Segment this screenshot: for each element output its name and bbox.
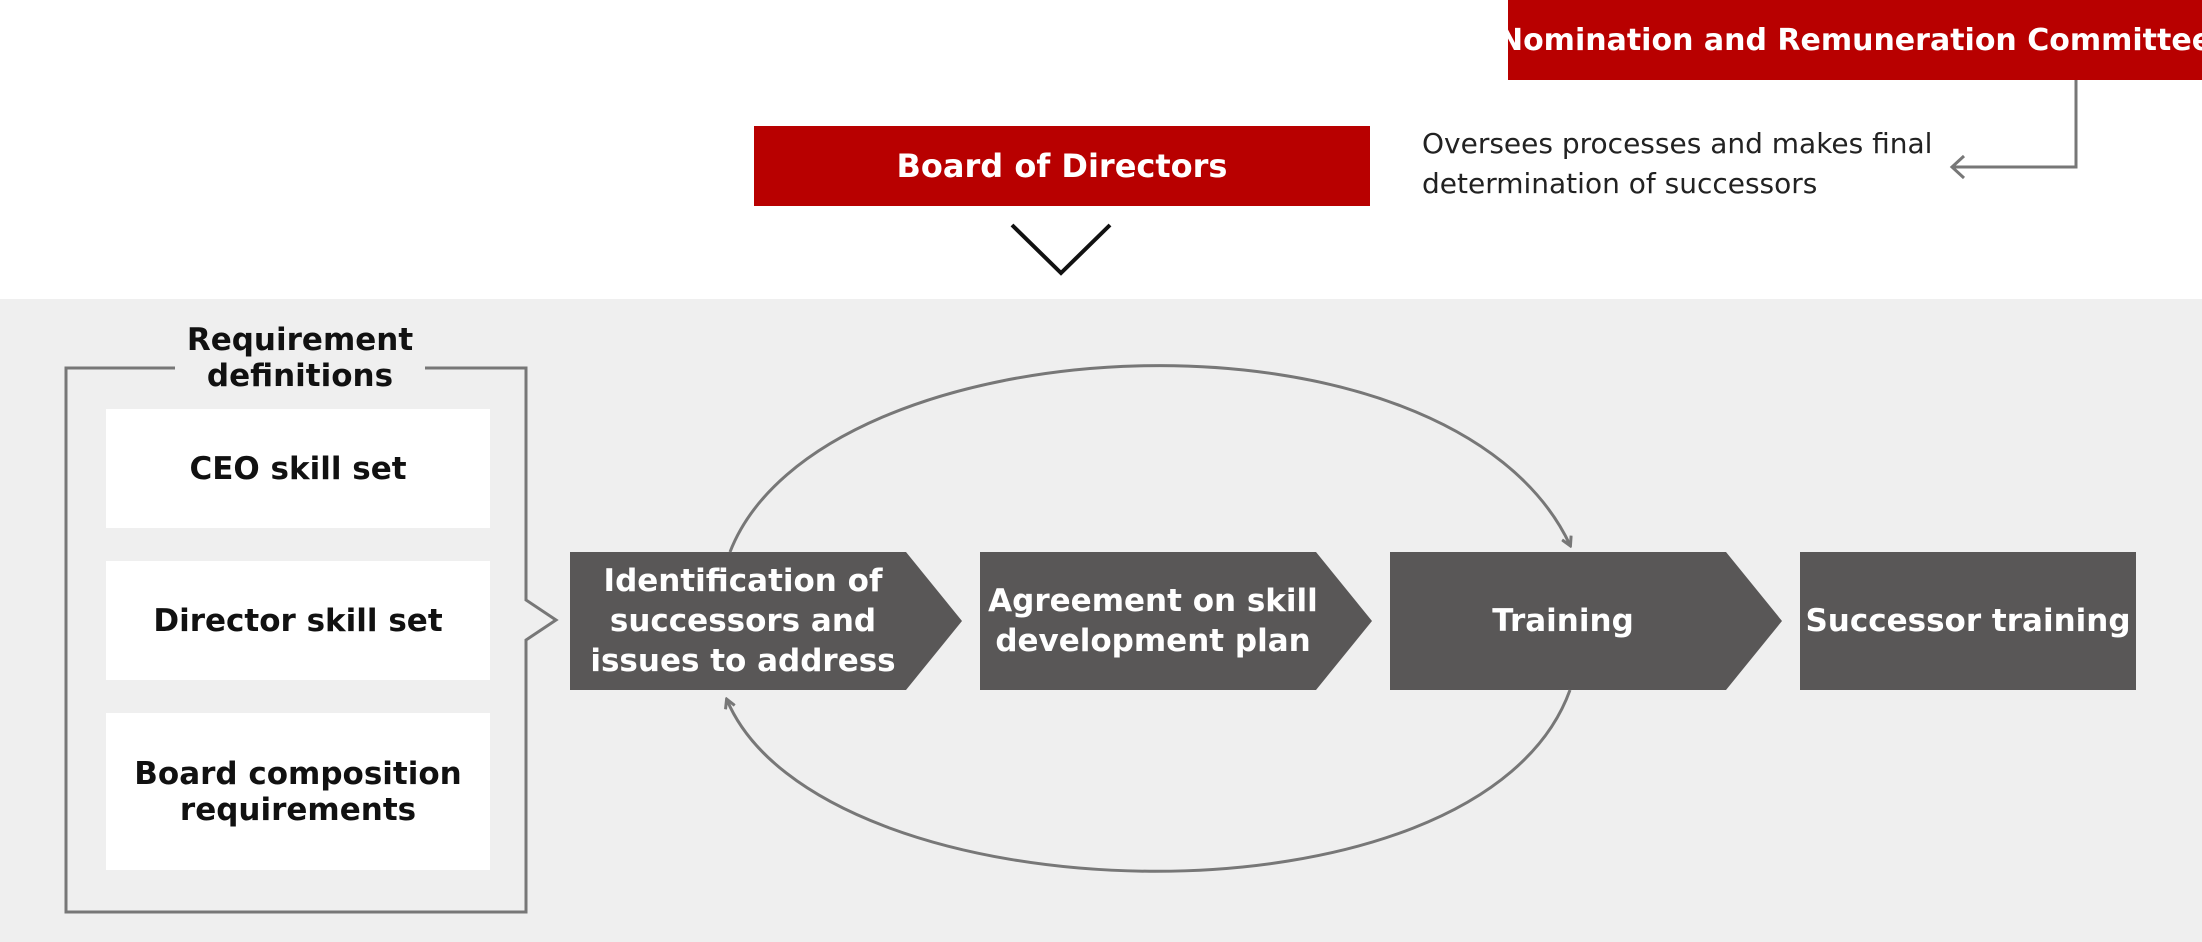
requirement-label: Board composition requirements bbox=[134, 755, 462, 828]
requirement-label: Director skill set bbox=[153, 602, 443, 639]
loop-arrow-top bbox=[728, 364, 1570, 553]
step-shape-identification bbox=[570, 552, 962, 690]
board-label: Board of Directors bbox=[896, 147, 1228, 185]
board-box: Board of Directors bbox=[754, 126, 1370, 206]
step-shape-agreement bbox=[980, 552, 1372, 690]
requirements-bracket bbox=[64, 366, 559, 914]
requirement-director-skill-set: Director skill set bbox=[106, 561, 490, 680]
requirement-board-composition: Board composition requirements bbox=[106, 713, 490, 870]
committee-label: Nomination and Remuneration Committee bbox=[1497, 22, 2202, 58]
step-training-label: Training bbox=[1492, 603, 1634, 639]
committee-connector-arrowhead bbox=[1949, 154, 1966, 180]
committee-connector bbox=[1952, 80, 2078, 169]
step-agreement-label: Agreement on skill development plan bbox=[988, 583, 1318, 659]
requirement-label: CEO skill set bbox=[189, 450, 407, 487]
board-chevron-icon bbox=[1010, 223, 1112, 276]
requirement-ceo-skill-set: CEO skill set bbox=[106, 409, 490, 528]
loop-arrow-bottom bbox=[727, 689, 1572, 873]
committee-box: Nomination and Remuneration Committee bbox=[1498, 0, 2202, 80]
requirements-title: Requirement definitions bbox=[175, 322, 425, 394]
step-identification-label: Identification of successors and issues … bbox=[590, 563, 896, 679]
step-successor-training-label: Successor training bbox=[1805, 603, 2131, 639]
step-shape-successor-training bbox=[1800, 552, 2136, 690]
step-shape-training bbox=[1390, 552, 1782, 690]
committee-note: Oversees processes and makes final deter… bbox=[1422, 127, 1933, 200]
